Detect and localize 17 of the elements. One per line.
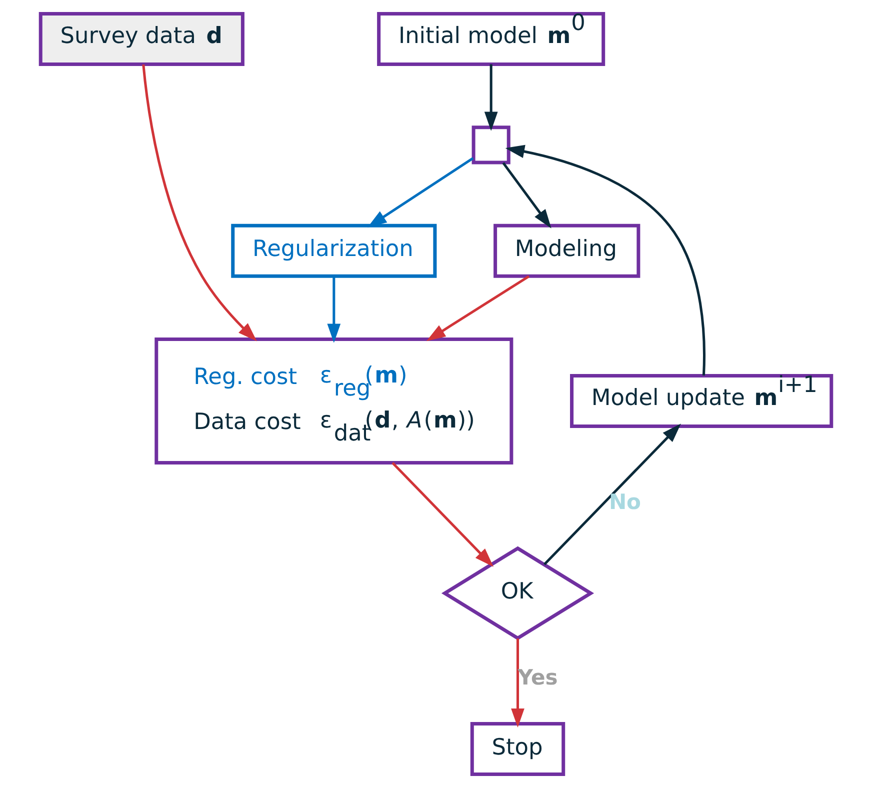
arrow (502, 162, 552, 228)
arrow (544, 424, 681, 566)
node-box (472, 126, 510, 164)
arrow (142, 64, 257, 342)
arrow (484, 64, 498, 131)
node-box: Stop (470, 722, 566, 776)
arrow (426, 275, 530, 342)
node-box: Regularization (231, 224, 437, 278)
node-box: Survey data d (38, 12, 244, 66)
arrow (392, 462, 494, 567)
edge-label: No (608, 489, 642, 514)
arrow (368, 157, 474, 228)
arrow (511, 638, 524, 728)
node-box: Modeling (494, 224, 640, 278)
arrow (505, 144, 706, 376)
node-diamond: OK (441, 546, 594, 640)
arrow (327, 276, 341, 343)
